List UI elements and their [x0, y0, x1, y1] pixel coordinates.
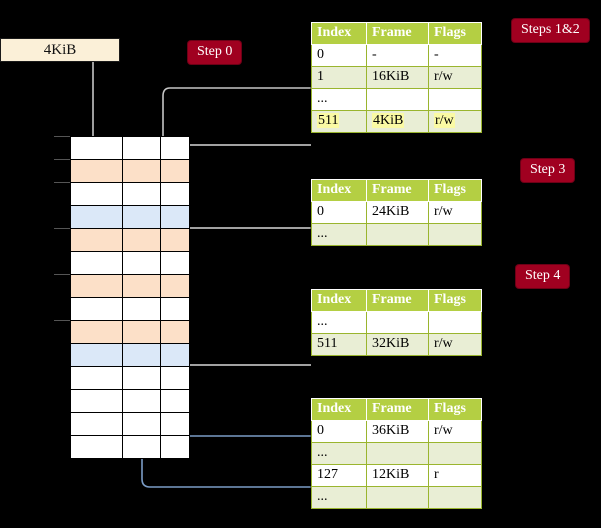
table-cell [428, 486, 482, 509]
table-cell: r/w [428, 420, 482, 443]
table-cell: 0 [311, 201, 367, 224]
memory-row-tick [54, 136, 70, 137]
table-header-frame: Frame [366, 398, 429, 421]
cell-highlight: r/w [434, 113, 455, 128]
table-cell: 127 [311, 464, 367, 487]
table-cell: 24KiB [366, 201, 429, 224]
connector-step0-down [158, 87, 311, 200]
source-frame-box: 4KiB [0, 38, 120, 62]
table-header-frame: Frame [366, 22, 429, 45]
memory-row-tick [54, 182, 70, 183]
table-cell: 16KiB [366, 66, 429, 89]
memory-row [70, 251, 190, 275]
memory-row [70, 343, 190, 367]
table-cell: 12KiB [366, 464, 429, 487]
table-row[interactable]: ... [311, 223, 482, 246]
memory-column-divider [160, 136, 161, 459]
physical-memory-column [70, 136, 190, 459]
memory-row [70, 159, 190, 183]
table-cell: r [428, 464, 482, 487]
table-cell: ... [311, 311, 367, 334]
table-cell: 4KiB [366, 110, 429, 133]
table-cell: - [428, 44, 482, 67]
table-cell [366, 311, 429, 334]
table-cell [366, 442, 429, 465]
table-header-flags: Flags [428, 289, 482, 312]
table-header-frame: Frame [366, 179, 429, 202]
table-row[interactable]: ... [311, 88, 482, 111]
table-cell: 36KiB [366, 420, 429, 443]
memory-row-tick [54, 274, 70, 275]
table-cell [428, 442, 482, 465]
table-cell: r/w [428, 201, 482, 224]
table-cell: - [366, 44, 429, 67]
table-header-index: Index [311, 179, 367, 202]
table-row[interactable]: ... [311, 442, 482, 465]
memory-row [70, 274, 190, 298]
table-cell: 0 [311, 44, 367, 67]
table-row[interactable]: 511 4KiB r/w [311, 110, 482, 133]
cell-highlight: 4KiB [372, 113, 405, 128]
table-cell: 0 [311, 420, 367, 443]
table-header-flags: Flags [428, 398, 482, 421]
table-cell: 511 [311, 333, 367, 356]
cell-highlight: 511 [317, 113, 340, 128]
memory-row-tick [54, 320, 70, 321]
table-cell [366, 223, 429, 246]
memory-row [70, 435, 190, 459]
table-row[interactable]: ... [311, 486, 482, 509]
memory-row [70, 297, 190, 321]
table-row[interactable]: 0-- [311, 44, 482, 67]
memory-row [70, 389, 190, 413]
connector-level2-return [173, 316, 311, 366]
table-cell [428, 223, 482, 246]
table-header-index: Index [311, 22, 367, 45]
table-cell: ... [311, 88, 367, 111]
connector-level3-return [171, 227, 311, 264]
badge-step-4: Step 4 [516, 265, 570, 288]
memory-row [70, 412, 190, 436]
memory-row [70, 320, 190, 344]
memory-row [70, 366, 190, 390]
memory-row [70, 136, 190, 160]
table-cell: ... [311, 442, 367, 465]
table-cell: 1 [311, 66, 367, 89]
connector-table-level1-row127-to-memory [137, 223, 311, 488]
badge-step-0: Step 0 [188, 41, 242, 64]
memory-row-tick [54, 159, 70, 160]
badge-steps-1-2: Steps 1&2 [512, 19, 589, 42]
table-header-index: Index [311, 398, 367, 421]
table-cell: r/w [428, 333, 482, 356]
table-cell: 511 [311, 110, 367, 133]
memory-row-tick [54, 228, 70, 229]
memory-column-divider [122, 136, 123, 459]
table-header-flags: Flags [428, 179, 482, 202]
table-cell [366, 88, 429, 111]
table-row[interactable]: ... [311, 311, 482, 334]
memory-row [70, 205, 190, 229]
table-header-flags: Flags [428, 22, 482, 45]
table-cell: r/w [428, 110, 482, 133]
table-cell [366, 486, 429, 509]
table-cell: ... [311, 486, 367, 509]
table-cell: 32KiB [366, 333, 429, 356]
memory-row [70, 182, 190, 206]
table-cell: r/w [428, 66, 482, 89]
table-header-frame: Frame [366, 289, 429, 312]
table-cell: ... [311, 223, 367, 246]
memory-row [70, 228, 190, 252]
table-cell [428, 311, 482, 334]
table-header-index: Index [311, 289, 367, 312]
table-cell [428, 88, 482, 111]
badge-step-3: Step 3 [521, 159, 575, 182]
